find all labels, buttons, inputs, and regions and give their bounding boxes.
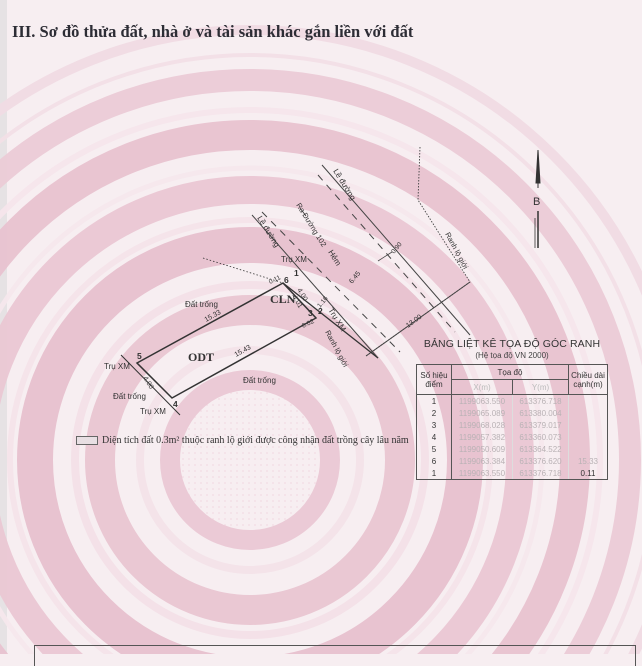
- table-row: 1 1199063.550 613376.718 0.11: [416, 467, 608, 480]
- cell-point: 6: [416, 455, 452, 467]
- cell-x: 1199063.384: [451, 455, 513, 467]
- legend-swatch: [76, 436, 98, 445]
- table-row: 2 1199065.089 613380.004: [416, 407, 608, 419]
- point-4: 4: [173, 399, 178, 409]
- point-5: 5: [137, 351, 142, 361]
- cell-length: [568, 407, 608, 419]
- header-length: Chiều dài cạnh(m): [568, 364, 608, 395]
- cell-y: 613376.718: [511, 394, 570, 407]
- cell-point: 1: [416, 394, 452, 407]
- header-point: Số hiệu điểm: [416, 364, 452, 395]
- north-arrow-icon: [534, 149, 541, 248]
- legend: Diện tích đất 0.3m² thuộc ranh lộ giới đ…: [76, 435, 409, 446]
- cell-length: [568, 431, 608, 443]
- legend-text: Diện tích đất 0.3m² thuộc ranh lộ giới đ…: [102, 435, 409, 446]
- cell-y: 613376.718: [511, 467, 570, 480]
- parcel-boundary: [120, 257, 379, 416]
- north-label: B: [533, 196, 540, 208]
- cell-x: 1199050.609: [451, 443, 513, 455]
- cell-length: [568, 394, 608, 407]
- cell-point: 2: [416, 407, 452, 419]
- marker-tru-xm-1: Trụ XM: [281, 255, 307, 264]
- point-6: 6: [284, 275, 289, 285]
- cell-x: 1199068.028: [451, 419, 513, 431]
- cell-y: 613376.620: [511, 455, 570, 467]
- table-row: 5 1199050.609 613364.522: [416, 443, 608, 455]
- table-row: 6 1199063.384 613376.620 15.33: [416, 455, 608, 467]
- zone-odt-label: ODT: [188, 350, 214, 364]
- point-3: 3: [308, 308, 313, 318]
- cell-x: 1199057.382: [451, 431, 513, 443]
- cell-point: 3: [416, 419, 452, 431]
- coordinate-table: Số hiệu điểm Tọa độ Chiều dài cạnh(m) X(…: [416, 364, 608, 480]
- cell-length: [568, 419, 608, 431]
- cell-point: 1: [416, 467, 452, 480]
- cell-y: 613380.004: [511, 407, 570, 419]
- zone-cln-label: CLN: [270, 292, 296, 306]
- cell-y: 613379.017: [511, 419, 570, 431]
- header-x: X(m): [451, 379, 513, 395]
- cell-y: 613360.073: [511, 431, 570, 443]
- dim-1-6: 0.11: [268, 274, 282, 286]
- cell-x: 1199065.089: [451, 407, 513, 419]
- coordinate-table-block: BẢNG LIỆT KÊ TỌA ĐỘ GÓC RANH (Hệ tọa độ …: [416, 338, 608, 480]
- point-1: 1: [294, 268, 299, 278]
- section-title: III. Sơ đồ thửa đất, nhà ở và tài sản kh…: [12, 22, 414, 41]
- zone-empty-top-label: Đất trống: [185, 300, 218, 309]
- cell-x: 1199063.550: [451, 394, 513, 407]
- cell-length: [568, 443, 608, 455]
- table-row: 4 1199057.382 613360.073: [416, 431, 608, 443]
- header-coords: Tọa độ: [451, 364, 569, 380]
- cell-x: 1199063.550: [451, 467, 513, 480]
- cell-y: 613364.522: [511, 443, 570, 455]
- zone-empty-right-label: Đất trống: [243, 376, 276, 385]
- cell-point: 4: [416, 431, 452, 443]
- header-y: Y(m): [511, 379, 570, 395]
- point-2: 2: [318, 306, 323, 316]
- marker-tru-xm-5: Trụ XM: [104, 362, 130, 371]
- cell-length: 0.11: [568, 467, 608, 480]
- cell-point: 5: [416, 443, 452, 455]
- cell-length: 15.33: [568, 455, 608, 467]
- next-section-box: [34, 645, 636, 666]
- table-row: 3 1199068.028 613379.017: [416, 419, 608, 431]
- coordinate-table-title: BẢNG LIỆT KÊ TỌA ĐỘ GÓC RANH: [423, 338, 601, 350]
- table-row: 1 1199063.550 613376.718: [416, 394, 608, 407]
- zone-empty-left-label: Đất trống: [113, 392, 146, 401]
- coordinate-table-subtitle: (Hệ tọa độ VN 2000): [475, 351, 549, 360]
- marker-tru-xm-4: Trụ XM: [140, 407, 166, 416]
- road-lines: [251, 146, 471, 359]
- dim-3-2: 0.02: [301, 318, 316, 330]
